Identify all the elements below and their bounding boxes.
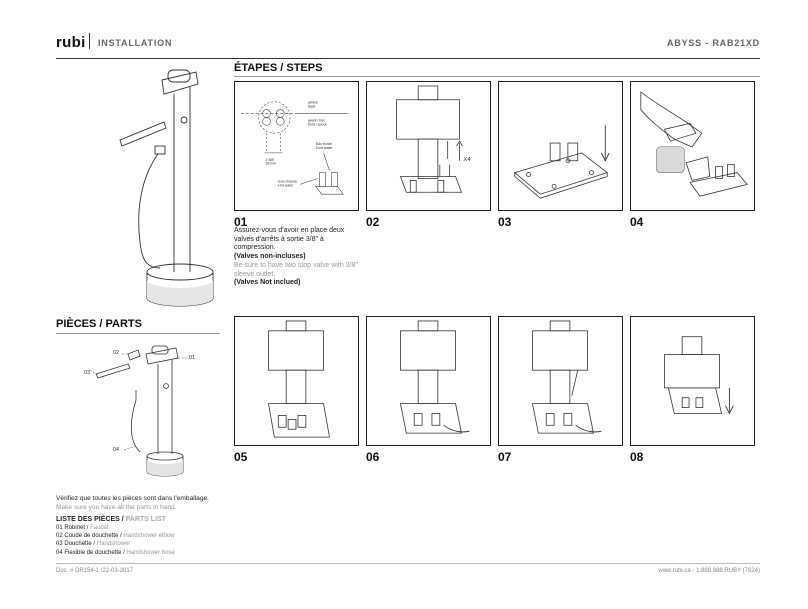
steps-rule xyxy=(234,76,760,77)
step-number-01: 01 xyxy=(234,215,248,229)
step-01-label-avant: avant / bec xyxy=(308,118,326,122)
step-number-05: 05 xyxy=(234,450,248,464)
part-name-en: Handshower xyxy=(96,541,131,548)
brand-logo: rubi xyxy=(56,34,86,51)
step-number-08: 08 xyxy=(630,450,644,464)
parts-rule xyxy=(56,333,220,334)
step-01-text-en: Be sure to have two stop valve with 3/8"… xyxy=(234,262,358,278)
step-04-illustration xyxy=(630,81,755,211)
parts-list-title-fr: LISTE DES PIÈCES / xyxy=(56,516,124,523)
step-01-label-back: back xyxy=(308,105,316,109)
header-divider xyxy=(89,33,90,49)
header-rule xyxy=(56,58,760,59)
part-name-fr: Robinet xyxy=(64,525,86,531)
part-label-02: 02 xyxy=(113,350,120,356)
step-01-description-fr: Assurez-vous d'avoir en place deux valve… xyxy=(234,227,364,261)
parts-verify-note: Vérifiez que toutes les pièces sont dans… xyxy=(56,495,226,512)
list-item: 03 Douchette / Handshower xyxy=(56,541,131,548)
part-name-fr: Flexible de douchette xyxy=(64,549,122,556)
step-01-hot-en: Hot water xyxy=(278,183,294,187)
list-item: 01 Robinet / Faucet xyxy=(56,525,109,531)
step-01-label-front: front / spout xyxy=(308,122,327,126)
parts-title: PIÈCES / PARTS xyxy=(56,318,142,330)
part-name-en: Handshower elbow xyxy=(123,533,175,540)
step-01-illustration: arrière back avant / bec front / spout 2… xyxy=(234,81,359,211)
step-number-04: 04 xyxy=(630,215,644,229)
step-06-illustration xyxy=(366,316,491,446)
step-02-quantity-label: X4 xyxy=(463,157,471,163)
step-01-text-fr: Assurez-vous d'avoir en place deux valve… xyxy=(234,227,345,251)
step-number-07: 07 xyxy=(498,450,512,464)
part-name-en: Faucet xyxy=(90,525,109,531)
step-03-illustration xyxy=(498,81,623,211)
part-number: 04 xyxy=(56,549,63,556)
part-name-en: Handshower hose xyxy=(126,549,175,556)
step-01-dim-in: 2 5/8" xyxy=(266,158,276,162)
parts-list-title-en: PARTS LIST xyxy=(125,516,166,523)
faucet-illustration xyxy=(119,69,214,307)
section-title: INSTALLATION xyxy=(98,38,173,48)
step-01-cold-fr: Eau froide xyxy=(316,142,332,146)
model-name: ABYSS - RAB21XD xyxy=(666,38,760,48)
parts-list-title: LISTE DES PIÈCES / PARTS LIST xyxy=(56,516,166,523)
step-number-03: 03 xyxy=(498,215,512,229)
step-05-illustration xyxy=(234,316,359,446)
step-01-hot-fr: Eau chaude xyxy=(278,179,297,183)
part-number: 03 xyxy=(56,541,63,548)
parts-exploded-illustration xyxy=(89,345,188,477)
step-01-cold-en: Cold water xyxy=(316,146,334,150)
step-07-illustration xyxy=(498,316,623,446)
part-label-03: 03 xyxy=(84,370,91,376)
step-01-label-arriere: arrière xyxy=(308,101,318,105)
verify-text-en: Make sure you have all the parts in hand… xyxy=(56,503,177,511)
part-name-fr: Coude de douchette xyxy=(64,533,119,540)
step-01-dim-mm: 68 mm xyxy=(266,162,277,166)
step-02-illustration: X4 xyxy=(366,81,491,211)
part-label-04: 04 xyxy=(113,447,120,453)
contact-info: www.rubi.ca - 1.888.988.RUBY (7824) xyxy=(658,568,760,574)
document-number: Doc. # DR154-1 /22-03-2017 xyxy=(56,568,134,574)
list-item: 04 Flexible de douchette / Handshower ho… xyxy=(56,549,175,556)
step-01-description-en: Be sure to have two stop valve with 3/8"… xyxy=(234,262,364,288)
step-08-illustration xyxy=(630,316,755,446)
step-number-02: 02 xyxy=(366,215,380,229)
verify-text-fr: Vérifiez que toutes les pièces sont dans… xyxy=(56,495,210,502)
parts-list: 01 Robinet / Faucet 02 Coude de douchett… xyxy=(56,524,175,557)
step-01-note-en: (Valves Not inclued) xyxy=(234,279,301,286)
list-item: 02 Coude de douchette / Handshower elbow xyxy=(56,533,175,540)
footer-rule xyxy=(56,563,760,564)
part-label-01: 01 xyxy=(189,355,196,361)
part-number: 02 xyxy=(56,533,63,540)
part-name-fr: Douchette xyxy=(64,541,92,548)
part-number: 01 xyxy=(56,525,63,531)
step-number-06: 06 xyxy=(366,450,380,464)
steps-title: ÉTAPES / STEPS xyxy=(234,62,323,74)
step-01-note-fr: (Valves non-incluses) xyxy=(234,252,306,260)
